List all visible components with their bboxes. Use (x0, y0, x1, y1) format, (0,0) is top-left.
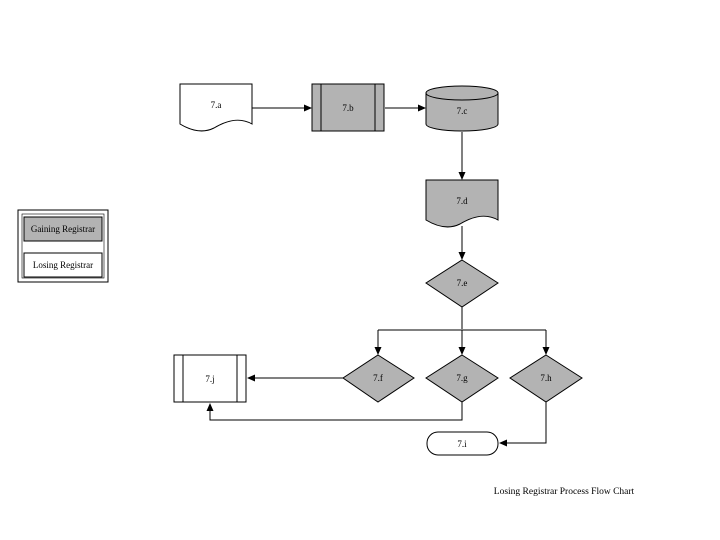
node-7g: 7.g (425, 354, 499, 403)
node-7h: 7.h (509, 354, 583, 403)
node-7a-label: 7.a (211, 100, 222, 110)
edge-h-i (499, 402, 547, 447)
node-7a: 7.a (179, 83, 253, 132)
node-7c-label: 7.c (457, 106, 468, 116)
diagram-caption: Losing Registrar Process Flow Chart (494, 487, 635, 497)
node-7j-label: 7.j (205, 374, 214, 384)
edge-g-j (206, 402, 463, 421)
node-7b: 7.b (311, 83, 385, 132)
node-7g-label: 7.g (456, 373, 468, 383)
node-7d-label: 7.d (456, 196, 468, 206)
legend: Gaining Registrar Losing Registrar (17, 209, 109, 283)
node-7e: 7.e (425, 259, 499, 308)
node-7h-label: 7.h (540, 373, 552, 383)
legend-losing-registrar: Losing Registrar (23, 252, 103, 278)
legend-losing-label: Losing Registrar (33, 260, 93, 270)
node-7d: 7.d (425, 179, 499, 228)
connectors (206, 104, 550, 447)
node-7c: 7.c (425, 85, 499, 132)
node-7j: 7.j (173, 354, 247, 403)
legend-gaining-label: Gaining Registrar (31, 224, 95, 234)
node-7e-label: 7.e (457, 278, 468, 288)
node-7i-label: 7.i (457, 439, 467, 449)
legend-gaining-registrar: Gaining Registrar (23, 216, 103, 242)
node-7f: 7.f (342, 354, 415, 403)
node-7b-label: 7.b (342, 103, 354, 113)
node-7i: 7.i (426, 431, 499, 456)
node-7f-label: 7.f (373, 373, 383, 383)
